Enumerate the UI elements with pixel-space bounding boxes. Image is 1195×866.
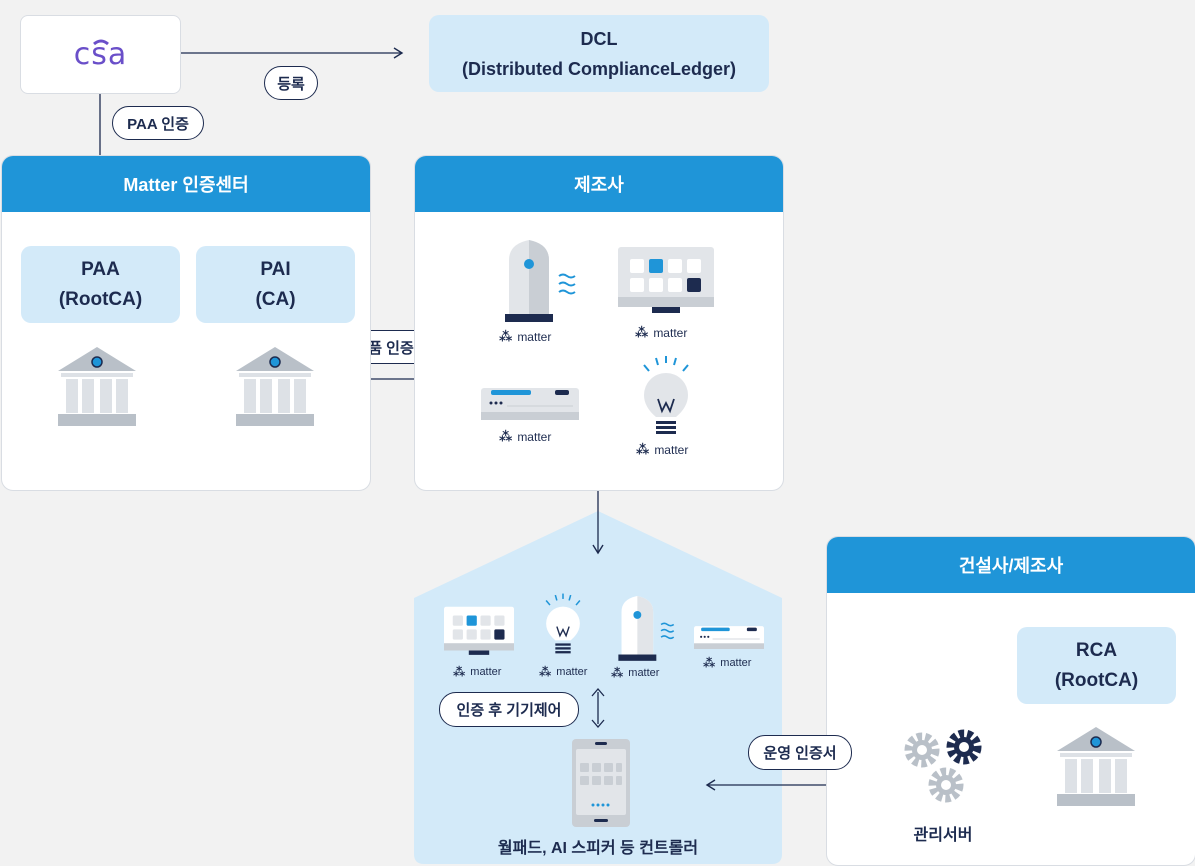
manufacturer-card: 제조사 — [414, 155, 784, 491]
matter-label: ⁂matter — [635, 325, 688, 340]
rca-title: RCA — [1075, 639, 1118, 661]
matter-label: ⁂matter — [636, 442, 689, 457]
matter-logo-icon: ⁂ — [636, 442, 650, 457]
home-area — [414, 511, 782, 864]
builder-card: 건설사/제조사 RCA (RootCA) — [826, 536, 1195, 866]
operation-cert-pill: 운영 인증서 — [748, 735, 852, 770]
rca-box: RCA (RootCA) — [1017, 627, 1176, 704]
gears-icon — [904, 729, 982, 803]
register-pill: 등록 — [264, 66, 318, 100]
wall-panel-icon — [618, 247, 714, 313]
light-bulb-icon — [643, 356, 689, 434]
matter-logo-icon: ⁂ — [499, 429, 513, 444]
matter-label: ⁂matter — [453, 665, 502, 679]
paa-box: PAA (RootCA) — [21, 246, 180, 323]
matter-logo-icon: ⁂ — [539, 665, 552, 679]
bidirectional-arrow — [591, 688, 605, 728]
csa-logo-box: csa — [20, 15, 181, 94]
matter-logo-icon: ⁂ — [499, 329, 513, 344]
controller-label: 월패드, AI 스피커 등 컨트롤러 — [497, 840, 699, 857]
paa-subtitle: (RootCA) — [58, 288, 143, 310]
matter-logo-icon: ⁂ — [703, 656, 716, 670]
air-conditioner-icon — [694, 626, 764, 649]
wall-panel-icon — [444, 606, 514, 655]
bank-building-icon — [1057, 727, 1135, 806]
matter-logo-icon: ⁂ — [611, 666, 624, 680]
manufacturer-title: 제조사 — [415, 156, 783, 212]
bank-building-icon — [236, 347, 314, 426]
matter-label: ⁂matter — [611, 666, 660, 680]
csa-logo-icon: csa — [66, 38, 136, 72]
matter-label: ⁂matter — [499, 329, 552, 344]
paa-title: PAA — [81, 258, 120, 280]
air-purifier-icon — [618, 596, 675, 661]
matter-center-card: Matter 인증센터 PAA (RootCA) PAI (CA) — [1, 155, 371, 491]
dcl-box: DCL (Distributed ComplianceLedger) — [429, 15, 769, 92]
matter-center-title: Matter 인증센터 — [2, 156, 370, 212]
server-label: 관리서버 — [913, 827, 973, 844]
dcl-subtitle: (Distributed ComplianceLedger) — [461, 58, 737, 79]
air-purifier-icon — [505, 240, 576, 322]
matter-label: ⁂matter — [539, 665, 588, 679]
matter-label: ⁂matter — [499, 429, 552, 444]
matter-label: ⁂matter — [703, 656, 752, 670]
dcl-title: DCL — [580, 28, 618, 49]
matter-logo-icon: ⁂ — [635, 325, 649, 340]
air-conditioner-icon — [481, 388, 579, 420]
bank-building-icon — [58, 347, 136, 426]
builder-title: 건설사/제조사 — [827, 537, 1195, 593]
matter-logo-icon: ⁂ — [453, 665, 466, 679]
rca-subtitle: (RootCA) — [1054, 669, 1139, 691]
tablet-icon — [572, 739, 630, 827]
pai-subtitle: (CA) — [255, 288, 296, 310]
pai-box: PAI (CA) — [196, 246, 355, 323]
pai-title: PAI — [260, 258, 291, 280]
control-after-auth-pill: 인증 후 기기제어 — [439, 692, 579, 727]
light-bulb-icon — [545, 593, 581, 654]
paa-cert-pill: PAA 인증 — [112, 106, 204, 140]
csa-logo-text: csa — [73, 36, 128, 72]
